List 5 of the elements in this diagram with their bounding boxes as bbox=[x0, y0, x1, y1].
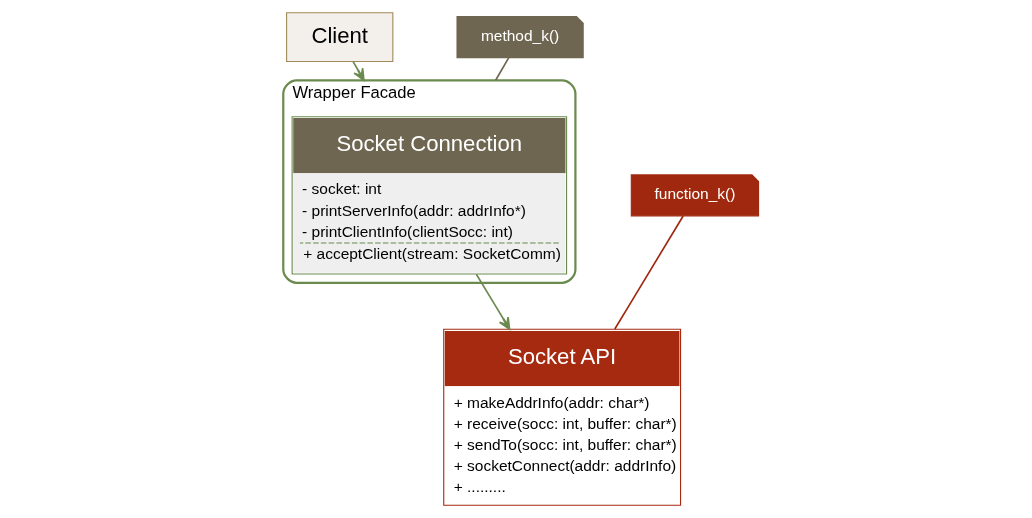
connector bbox=[613, 215, 684, 330]
connector bbox=[494, 56, 510, 82]
node-box: Client bbox=[285, 12, 393, 63]
arrow bbox=[475, 273, 510, 330]
arrow bbox=[351, 60, 365, 82]
